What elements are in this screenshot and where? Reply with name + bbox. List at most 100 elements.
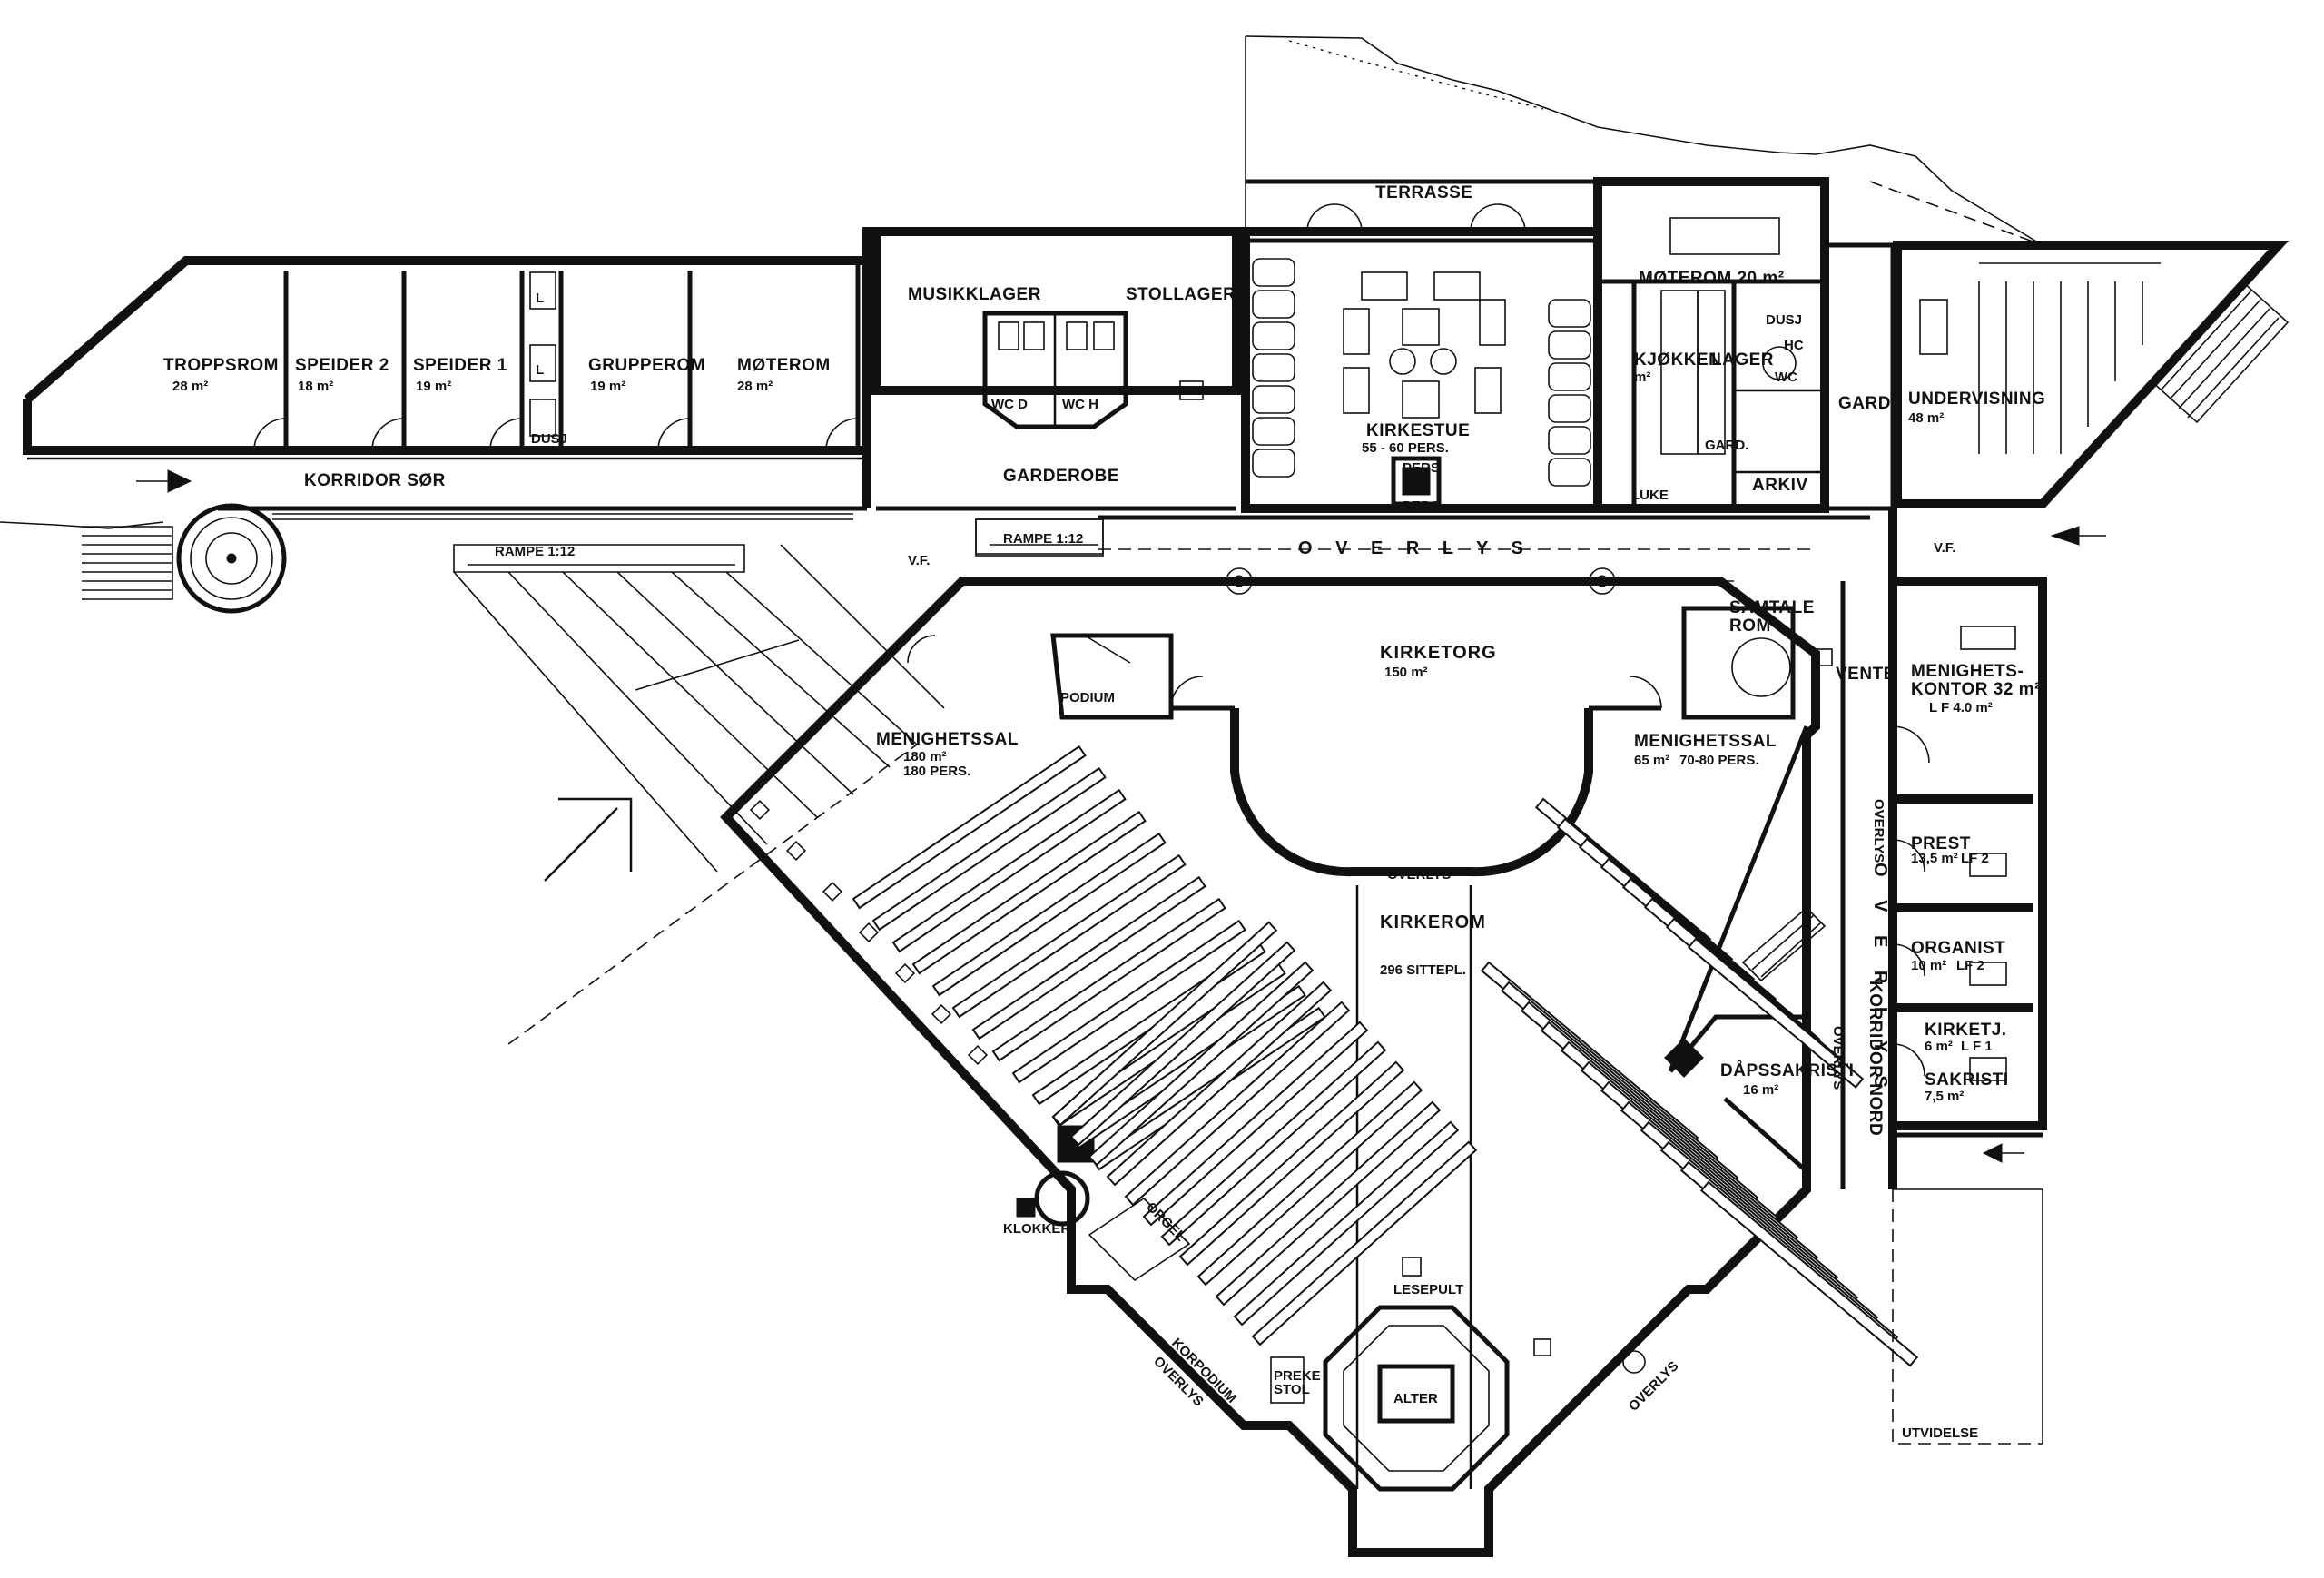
label-alter: ALTER xyxy=(1393,1391,1438,1406)
label-undervisning: UNDERVISNING xyxy=(1908,390,2045,409)
baptismal-font-icon xyxy=(1622,1350,1646,1374)
label-preke: PREKE xyxy=(1274,1368,1321,1384)
label-gard-e: GARD. xyxy=(1838,394,1896,413)
label-kontor: KONTOR 32 m² xyxy=(1911,680,2041,699)
label-wc-d: WC D xyxy=(991,397,1028,412)
label-troppsrom: TROPPSROM xyxy=(163,356,279,375)
meeting-table xyxy=(1669,217,1780,255)
pews-center xyxy=(1051,921,1478,1346)
area-kirketj: 6 m² xyxy=(1925,1039,1953,1054)
label-utvidelse: UTVIDELSE xyxy=(1902,1425,1978,1441)
pew xyxy=(971,875,1206,1040)
pew xyxy=(1687,937,1865,1089)
pew xyxy=(1196,1080,1423,1287)
sub-prest: LF 2 xyxy=(1961,851,1989,866)
area-undervisning: 48 m² xyxy=(1908,410,1944,426)
chair-stacks-right xyxy=(1548,299,1591,487)
label-moterom-e: MØTEROM 20 m² xyxy=(1639,269,1785,288)
pew xyxy=(1142,1021,1369,1227)
clock-tower xyxy=(1034,1170,1090,1227)
entry-arrow-south-east xyxy=(1982,1143,2003,1163)
fireplace xyxy=(1391,456,1442,507)
exterior-stair-east xyxy=(2150,280,2290,424)
altar-platform xyxy=(1323,1305,1510,1492)
label-dusj-e: DUSJ xyxy=(1766,312,1802,328)
label-prest: PREST xyxy=(1911,834,1971,853)
label-rampe-w: RAMPE 1:12 xyxy=(495,544,575,559)
label-pers-a: PERS xyxy=(1403,460,1440,476)
label-lesepult: LESEPULT xyxy=(1393,1282,1463,1297)
label-organist: ORGANIST xyxy=(1911,939,2005,958)
north-corridor-band xyxy=(453,515,1870,1045)
spiral-stair xyxy=(176,503,287,614)
capacity-kirkestue: 55 - 60 PERS. xyxy=(1362,440,1449,456)
label-gard-small: GARD. xyxy=(1705,438,1748,453)
area-dapssakristi: 16 m² xyxy=(1743,1082,1778,1098)
prekestol-icon xyxy=(1270,1356,1305,1404)
label-overlys-dap: OVERLYS xyxy=(1830,1026,1846,1090)
label-dapssakristi: DÅPSSAKRISTI xyxy=(1720,1061,1854,1080)
label-pers-b: PERS xyxy=(1403,498,1440,514)
sub-menighetskontor: L F 4.0 m² xyxy=(1929,700,1993,715)
corridor-windows xyxy=(272,513,853,520)
pew xyxy=(1051,921,1278,1127)
label-stol: STOL xyxy=(1274,1382,1310,1397)
round-table xyxy=(1731,637,1791,697)
label-kjokken: KJØKKEN xyxy=(1634,350,1721,370)
pew xyxy=(931,832,1167,997)
altar-table xyxy=(1377,1364,1455,1424)
pew xyxy=(1178,1060,1405,1267)
area-kjokken: m² xyxy=(1634,370,1650,385)
kirkestue-wing xyxy=(1241,179,1602,513)
label-garderobe: GARDEROBE xyxy=(1003,467,1119,486)
pew xyxy=(1106,981,1333,1187)
label-korridor-nord: KORRIDOR NORD xyxy=(1866,981,1885,1136)
pews-east xyxy=(1480,797,1919,1367)
label-overlys-small: OVERLYS xyxy=(1387,867,1451,883)
lesepult-icon xyxy=(1402,1257,1422,1277)
label-kirketj: KIRKETJ. xyxy=(1925,1021,2007,1040)
pew xyxy=(951,853,1187,1019)
entry-arrow-east xyxy=(2050,526,2080,546)
label-rampe-c: RAMPE 1:12 xyxy=(1003,531,1083,547)
entry-arrow-west xyxy=(167,469,192,493)
pew xyxy=(911,810,1147,975)
pew xyxy=(1215,1100,1442,1307)
pews-west xyxy=(852,745,1326,1171)
exterior-stair-west xyxy=(82,526,173,600)
hc-wc-icon xyxy=(1762,346,1797,380)
seats-kirkerom: 296 SITTEPL. xyxy=(1380,962,1466,978)
label-wc-h: WC H xyxy=(1062,397,1098,412)
label-vf-e: V.F. xyxy=(1934,540,1955,556)
label-sakristi: SAKRISTI xyxy=(1925,1070,2009,1090)
area-moterom-w: 28 m² xyxy=(737,379,773,394)
label-vf-w: V.F. xyxy=(908,553,930,568)
west-wing xyxy=(23,227,1246,614)
pew xyxy=(1233,1120,1460,1327)
window-ticks-west xyxy=(749,799,989,1066)
label-vente: VENTE xyxy=(1836,665,1896,684)
area-menighetssal-e: 65 m² xyxy=(1634,753,1669,768)
area-grupperom: 19 m² xyxy=(590,379,625,394)
stair-dap xyxy=(1741,906,1827,982)
pew xyxy=(1124,1001,1351,1207)
entry-arrow-main xyxy=(544,797,633,882)
pew xyxy=(1699,1180,1919,1367)
pew xyxy=(1069,941,1296,1147)
sub-organist: LF 2 xyxy=(1956,958,1984,973)
church-body xyxy=(720,577,1833,1557)
pew xyxy=(891,788,1127,953)
label-l1: L xyxy=(536,291,544,306)
pew xyxy=(852,745,1087,910)
label-overlys-right: OVERLYS xyxy=(1626,1358,1682,1415)
area-kirketorg: 150 m² xyxy=(1384,665,1428,680)
label-overlys-main: O V E R L Y S xyxy=(1298,538,1532,558)
label-musikklager: MUSIKKLAGER xyxy=(908,285,1041,304)
label-korridor-sor: KORRIDOR SØR xyxy=(304,471,446,490)
label-l2: L xyxy=(536,362,544,378)
label-kirkerom: KIRKEROM xyxy=(1380,912,1486,932)
label-hc: HC xyxy=(1784,338,1804,353)
office-wing xyxy=(1840,508,2106,1445)
podium xyxy=(1050,633,1174,720)
